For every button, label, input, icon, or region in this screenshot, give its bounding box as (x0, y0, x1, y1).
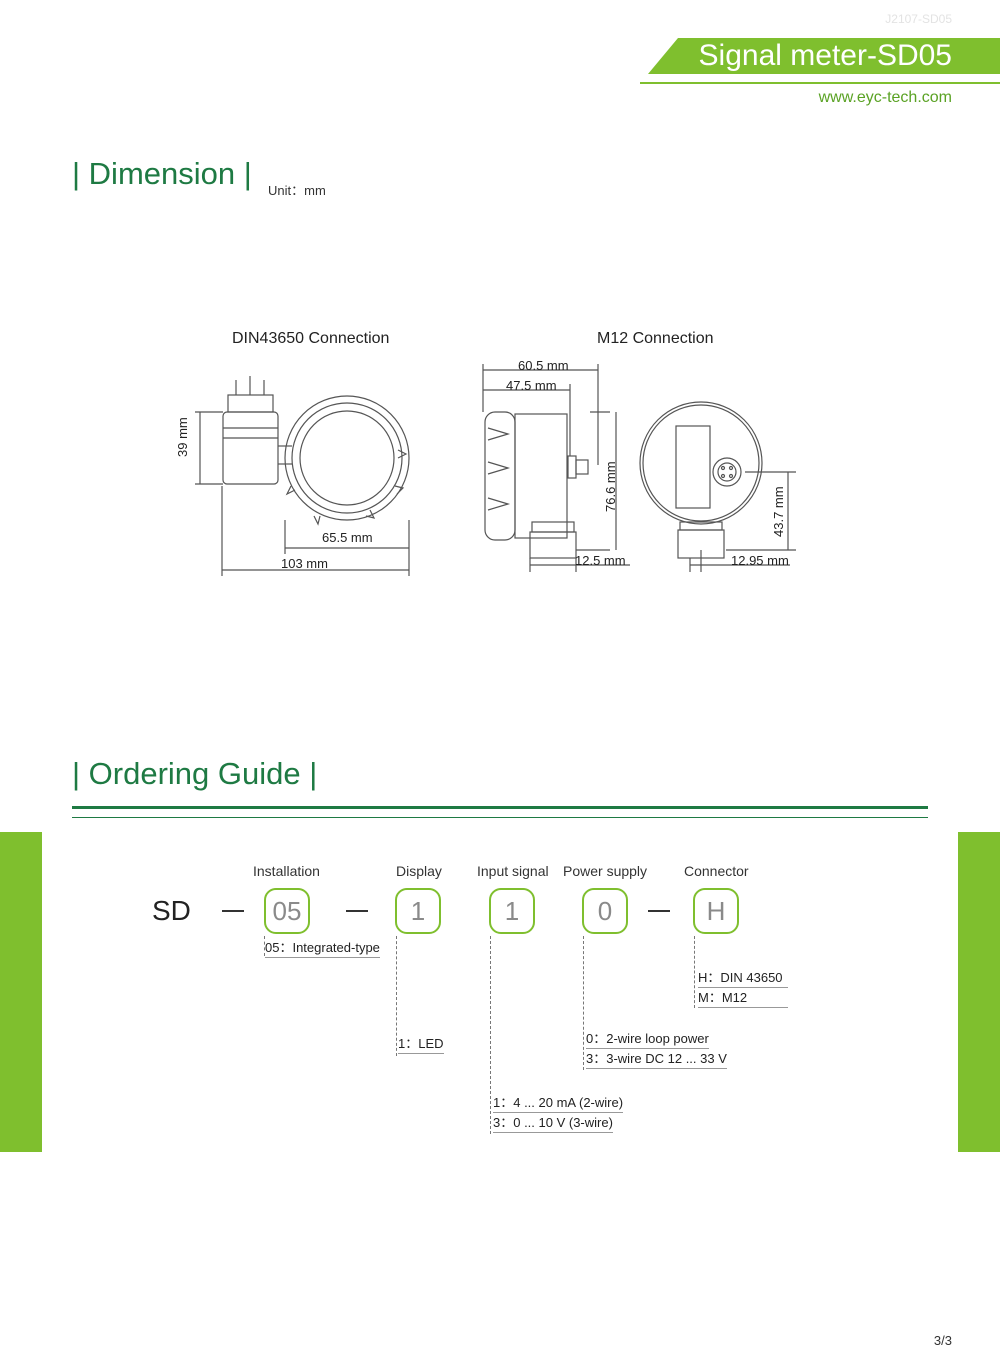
code-box-connector: H (693, 888, 739, 934)
option-input-signal-1: 1：4 ... 20 mA (2-wire) (493, 1093, 624, 1113)
document-code: J2107-SD05 (885, 12, 952, 26)
connector-line-connector (694, 936, 695, 1008)
option-connector-h: H：DIN 43650 (698, 968, 788, 988)
option-installation-05: 05：Integrated-type (265, 938, 380, 958)
m12-front-fitting-dim: 12.95 mm (731, 553, 789, 568)
title-banner (648, 38, 1000, 74)
option-connector-m: M：M12 (698, 988, 788, 1008)
page-number: 3/3 (933, 1333, 952, 1348)
din-height-dim: 39 mm (175, 417, 190, 457)
connector-line-installation (264, 936, 265, 956)
category-installation: Installation (253, 863, 320, 879)
m12-side-drawing (482, 364, 630, 572)
din-dial-dim: 65.5 mm (322, 530, 373, 545)
website-link[interactable]: www.eyc-tech.com (818, 89, 952, 106)
din-drawing (195, 376, 410, 576)
m12-side-height-dim: 76.6 mm (603, 461, 618, 512)
dimension-drawings (195, 364, 796, 576)
connector-line-display (396, 936, 397, 1056)
code-box-input-signal: 1 (489, 888, 535, 934)
connector-line-input-signal (490, 936, 491, 1134)
title-divider (640, 82, 1000, 84)
code-box-display: 1 (395, 888, 441, 934)
category-display: Display (396, 863, 442, 879)
ordering-divider-thick (72, 806, 928, 809)
ordering-guide-heading: | Ordering Guide | (72, 756, 318, 791)
connector-line-power-supply (583, 936, 584, 1070)
m12-fitting-dim: 12.5 mm (575, 553, 626, 568)
category-power-supply: Power supply (563, 863, 648, 879)
right-accent-bar (958, 832, 1000, 1152)
m12-top-outer-dim: 60.5 mm (518, 358, 569, 373)
model-prefix: SD (152, 895, 191, 926)
code-box-power-supply: 0 (582, 888, 628, 934)
code-separator (648, 910, 670, 912)
code-box-installation: 05 (264, 888, 310, 934)
din-total-dim: 103 mm (281, 556, 328, 571)
m12-top-inner-dim: 47.5 mm (506, 378, 557, 393)
option-power-supply-3: 3：3-wire DC 12 ... 33 V (586, 1049, 727, 1069)
m12-front-drawing (639, 401, 796, 572)
dimension-heading: | Dimension | (72, 156, 252, 191)
din-connection-label: DIN43650 Connection (232, 330, 390, 347)
category-input-signal: Input signal (477, 863, 549, 879)
option-display-1: 1：LED (398, 1034, 444, 1054)
code-separator (222, 910, 244, 912)
page-title: Signal meter-SD05 (698, 39, 952, 72)
m12-front-height-dim: 43.7 mm (771, 486, 786, 537)
option-power-supply-0: 0：2-wire loop power (586, 1029, 709, 1049)
code-separator (346, 910, 368, 912)
ordering-divider-thin (72, 817, 928, 818)
option-input-signal-3: 3：0 ... 10 V (3-wire) (493, 1113, 613, 1133)
left-accent-bar (0, 832, 42, 1152)
unit-note: Unit：mm (268, 183, 326, 198)
m12-connection-label: M12 Connection (597, 330, 714, 347)
category-connector: Connector (684, 863, 749, 879)
